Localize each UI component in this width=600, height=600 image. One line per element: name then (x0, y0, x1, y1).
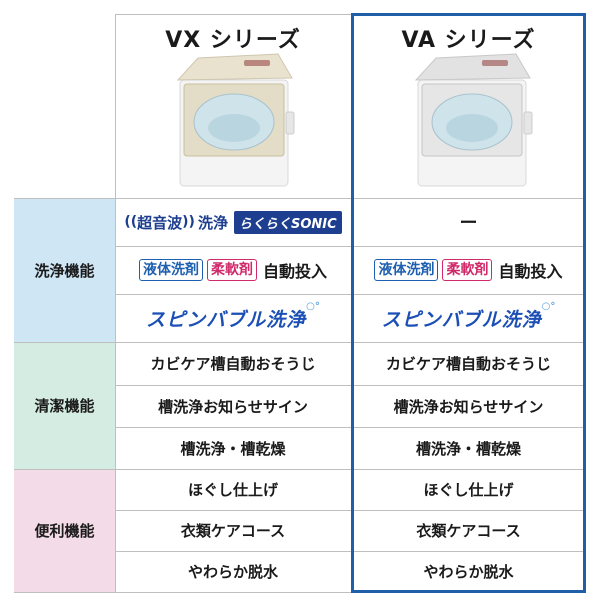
grid-line (14, 592, 352, 593)
ultrasonic-wave-icon: )) (182, 214, 195, 230)
va-detergent-cell: 液体洗剤 柔軟剤 自動投入 (351, 246, 586, 294)
ultrasonic-label: 超音波 (137, 213, 183, 232)
wash-label: 洗浄 (197, 213, 228, 232)
auto-dosing-label: 自動投入 (262, 262, 327, 281)
grid-line (115, 14, 351, 15)
category-label-convenience: 便利機能 (34, 522, 95, 540)
va-clean-row-3: 槽洗浄・槽乾燥 (415, 439, 521, 458)
grid-line (115, 510, 586, 511)
category-label-clean: 清潔機能 (34, 397, 95, 415)
va-clean-row-2: 槽洗浄お知らせサイン (393, 397, 544, 416)
va-highlight-frame (351, 13, 586, 593)
grid-line (115, 427, 586, 428)
va-convenience-row-1: ほぐし仕上げ (423, 481, 514, 499)
column-title-vx: VX シリーズ (165, 28, 301, 53)
vx-spin-bubble-cell: スピンバブル洗浄 ○° (115, 294, 351, 342)
grid-line (115, 294, 586, 295)
category-bg-clean (14, 342, 115, 469)
va-spin-bubble-cell: スピンバブル洗浄 ○° (351, 294, 586, 342)
grid-line (14, 198, 586, 199)
washing-machine-image-va (414, 53, 533, 187)
column-title-va: VA シリーズ (401, 28, 536, 53)
grid-line (115, 246, 586, 247)
vx-clean-row-3: 槽洗浄・槽乾燥 (180, 439, 286, 458)
washing-machine-image-vx (176, 53, 295, 187)
va-clean-row-1: カビケア槽自動おそうじ (385, 355, 551, 373)
auto-dosing-label: 自動投入 (498, 262, 563, 281)
vx-clean-row-2: 槽洗浄お知らせサイン (158, 397, 308, 416)
vx-ultrasonic-cell: (( 超音波 )) 洗浄 らくらくSONIC (115, 198, 351, 246)
vx-detergent-cell: 液体洗剤 柔軟剤 自動投入 (115, 246, 351, 294)
grid-line (115, 14, 116, 592)
ultrasonic-wave-icon: (( (124, 214, 138, 230)
vx-convenience-row-2: 衣類ケアコース (180, 522, 286, 540)
va-ultrasonic-cell: ー (459, 213, 478, 234)
spin-bubble-logo: スピンバブル洗浄 (146, 308, 307, 331)
liquid-detergent-tag: 液体洗剤 (374, 259, 439, 281)
va-convenience-row-3: やわらか脱水 (423, 563, 514, 581)
softener-tag: 柔軟剤 (206, 259, 257, 281)
vx-convenience-row-1: ほぐし仕上げ (187, 481, 278, 499)
grid-line (115, 385, 586, 386)
category-bg-wash (14, 198, 115, 342)
spin-bubble-logo: スピンバブル洗浄 (381, 308, 542, 331)
bubble-icon: ○° (306, 300, 320, 312)
va-convenience-row-2: 衣類ケアコース (416, 522, 521, 540)
grid-line (14, 342, 586, 343)
grid-line (115, 551, 586, 552)
liquid-detergent-tag: 液体洗剤 (138, 259, 203, 281)
category-bg-convenience (14, 469, 115, 592)
category-label-wash: 洗浄機能 (34, 261, 95, 280)
vx-clean-row-1: カビケア槽自動おそうじ (150, 355, 316, 373)
rakuraku-sonic-logo: らくらくSONIC (233, 210, 342, 234)
softener-tag: 柔軟剤 (442, 259, 493, 281)
grid-line (14, 469, 586, 470)
vx-convenience-row-3: やわらか脱水 (187, 563, 278, 581)
bubble-icon: ○° (541, 300, 556, 312)
